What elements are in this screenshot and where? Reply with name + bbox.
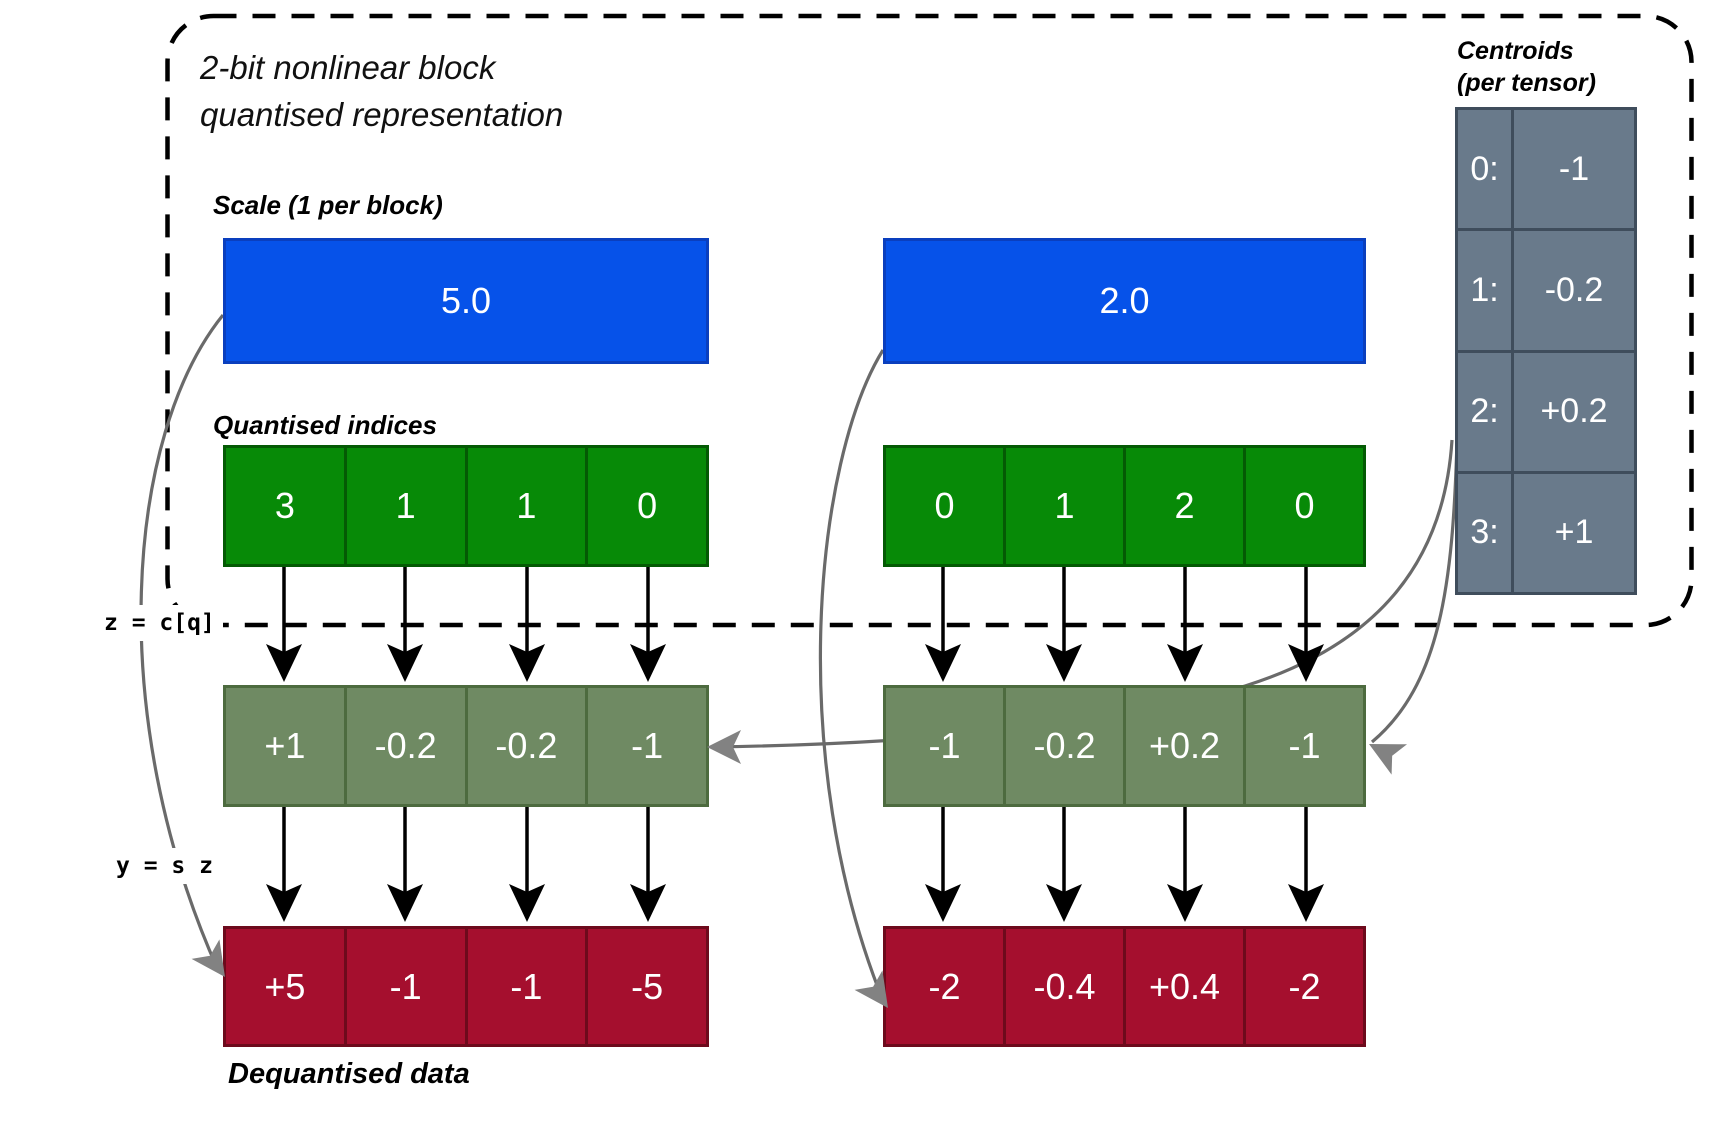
centroid-value-cell: -0.2 (1003, 688, 1123, 804)
scale-multiply-formula: y = s z (108, 848, 221, 884)
centroid-values-row-2: -1 -0.2 +0.2 -1 (883, 685, 1366, 807)
centroid-index: 3: (1458, 473, 1514, 592)
dequantised-cell: +0.4 (1123, 929, 1243, 1044)
dequantised-cell: -2 (928, 965, 961, 1007)
scale-block-2: 2.0 (883, 238, 1366, 364)
centroid-row-3: 3: +1 (1458, 470, 1634, 592)
index-cell: 1 (1003, 448, 1123, 564)
dequantised-cell: -1 (464, 929, 586, 1044)
centroid-row-0: 0: -1 (1458, 110, 1634, 229)
dequantised-data-label: Dequantised data (228, 1058, 470, 1090)
dequantised-data-row-1: +5 -1 -1 -5 (223, 926, 709, 1047)
centroids-to-block2-curve (1370, 439, 1459, 744)
centroid-value-cell: -1 (1243, 688, 1363, 804)
centroid-lookup-formula: z = c[q] (96, 605, 223, 641)
dequantised-cell: -2 (1243, 929, 1363, 1044)
index-cell: 0 (1243, 448, 1363, 564)
centroid-value: +1 (1554, 513, 1594, 552)
index-cell: 1 (343, 448, 465, 564)
index-cell: 1 (464, 448, 586, 564)
centroid-value-cell: +1 (264, 725, 306, 766)
centroid-index: 2: (1458, 352, 1514, 471)
title-line-2: quantised representation (200, 95, 564, 133)
index-cell: 0 (585, 448, 706, 564)
centroid-value: -1 (1558, 149, 1590, 188)
scale-value-1: 5.0 (440, 280, 492, 321)
diagram-title: 2-bit nonlinear block quantised represen… (200, 45, 563, 139)
centroid-index: 1: (1458, 231, 1514, 350)
centroid-value-cell: -1 (928, 725, 961, 766)
quantised-indices-label: Quantised indices (213, 410, 437, 440)
centroid-value-cell: -0.2 (464, 688, 586, 804)
centroids-header-line2: (per tensor) (1457, 68, 1596, 97)
dequantised-cell: +5 (264, 965, 306, 1007)
scale-block-1: 5.0 (223, 238, 709, 364)
dequantised-data-row-2: -2 -0.4 +0.4 -2 (883, 926, 1366, 1047)
centroid-value-cell: -0.2 (343, 688, 465, 804)
centroid-index: 0: (1458, 110, 1514, 229)
dequantised-cell: -1 (343, 929, 465, 1044)
scale2-to-dequant2-curve (818, 349, 886, 1004)
quantised-indices-row-1: 3 1 1 0 (223, 445, 709, 567)
centroids-header-line1: Centroids (1457, 37, 1574, 65)
centroid-row-2: 2: +0.2 (1458, 349, 1634, 471)
index-cell: 2 (1123, 448, 1243, 564)
centroid-value-cell: -1 (585, 688, 706, 804)
centroid-value-cell: +0.2 (1123, 688, 1243, 804)
centroid-value: -0.2 (1544, 270, 1604, 309)
scale-label: Scale (1 per block) (213, 190, 443, 220)
dequantised-cell: -5 (585, 929, 706, 1044)
quantised-representation-dashed-border (165, 13, 1694, 628)
index-cell: 0 (934, 485, 955, 526)
quantised-indices-row-2: 0 1 2 0 (883, 445, 1366, 567)
dequantised-cell: -0.4 (1003, 929, 1123, 1044)
centroids-header: Centroids (per tensor) (1457, 36, 1596, 99)
title-line-1: 2-bit nonlinear block (200, 49, 496, 86)
scale-value-2: 2.0 (1099, 280, 1150, 321)
centroid-values-row-1: +1 -0.2 -0.2 -1 (223, 685, 709, 807)
centroid-value: +0.2 (1540, 392, 1608, 431)
centroids-table: 0: -1 1: -0.2 2: +0.2 3: +1 (1455, 107, 1637, 595)
centroid-row-1: 1: -0.2 (1458, 228, 1634, 350)
index-cell: 3 (274, 485, 295, 526)
